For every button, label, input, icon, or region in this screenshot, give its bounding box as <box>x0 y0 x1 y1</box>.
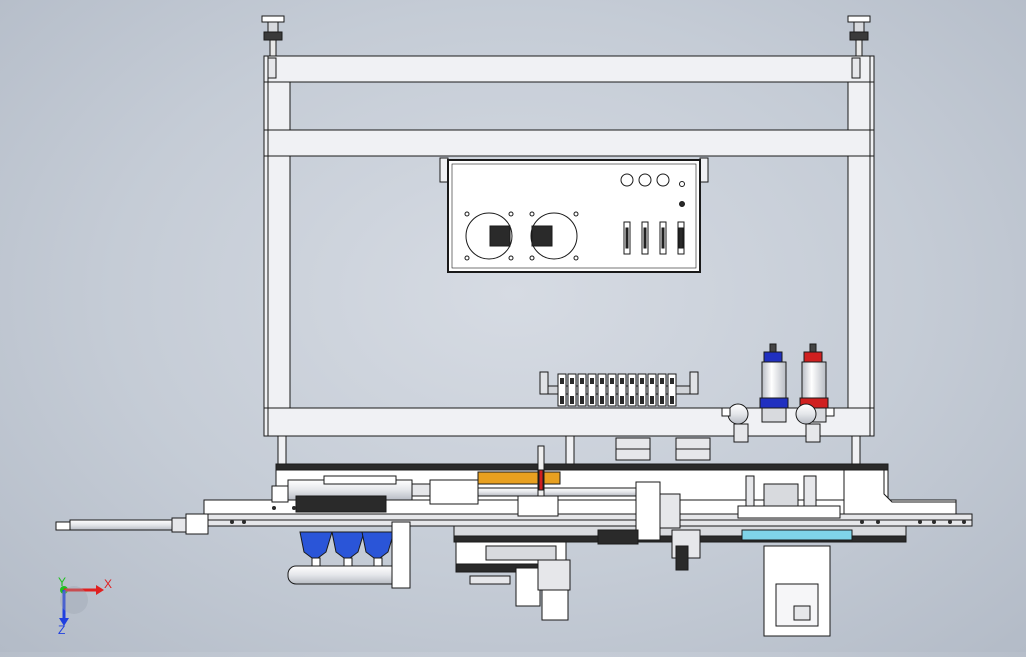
gauge-right <box>529 211 579 261</box>
filter-regulator-left <box>721 343 789 443</box>
panel-button-3 <box>656 173 670 187</box>
valve-manifold <box>539 371 699 407</box>
guide-rail <box>477 445 561 517</box>
control-panel <box>439 157 709 273</box>
pneumatic-cylinder-main <box>271 475 681 541</box>
triad-y-label: Y <box>58 575 66 589</box>
leveling-foot-right <box>847 15 871 57</box>
right-motor-box <box>737 475 853 637</box>
triad-z-label: Z <box>58 623 65 637</box>
slot-switches <box>623 221 685 255</box>
drive-module <box>455 529 701 621</box>
blue-hoppers <box>287 495 411 589</box>
panel-indicator-2 <box>679 201 685 207</box>
panel-indicator-1 <box>679 181 685 187</box>
rail-bolts <box>230 506 966 524</box>
gauge-left <box>464 211 514 261</box>
feed-rod <box>55 513 209 535</box>
panel-button-1 <box>620 173 634 187</box>
frame-legs <box>277 435 861 467</box>
filter-regulator-right <box>795 343 835 443</box>
main-frame <box>263 55 875 437</box>
triad-x-label: X <box>104 577 112 591</box>
leveling-foot-left <box>261 15 285 57</box>
coordinate-triad: X Y Z <box>58 575 112 637</box>
panel-button-2 <box>638 173 652 187</box>
